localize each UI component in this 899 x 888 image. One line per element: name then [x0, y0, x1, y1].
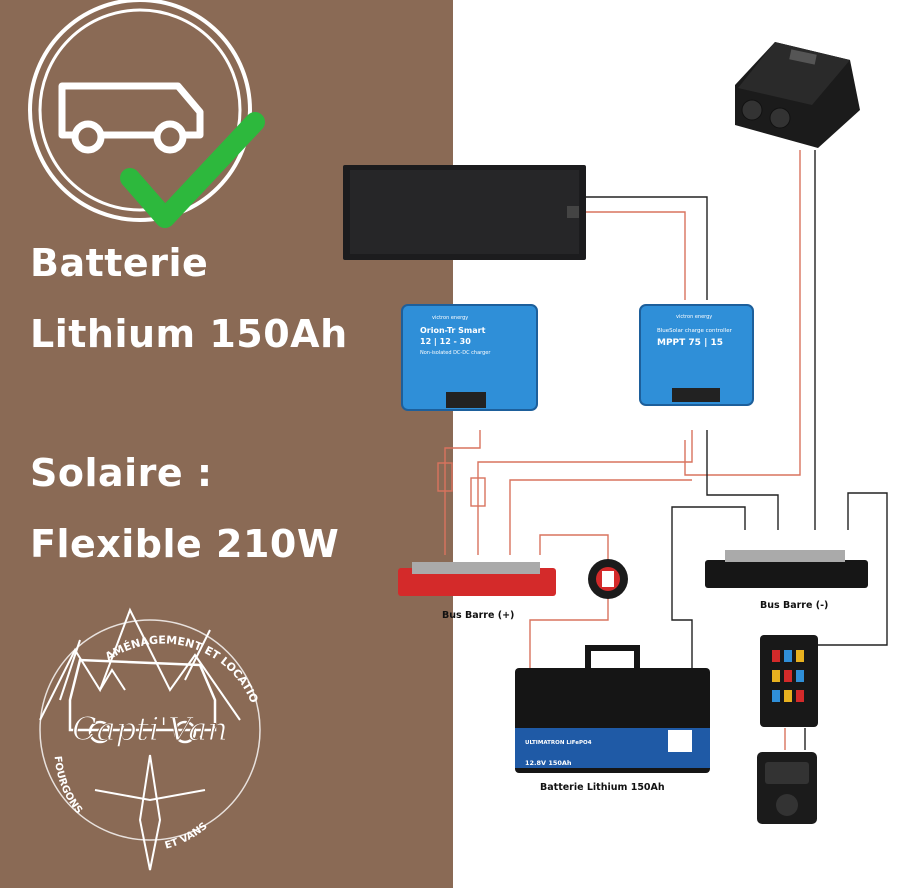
- compass-icon: [94, 754, 206, 871]
- headline-battery-1: Batterie: [30, 241, 209, 285]
- mppt-name: BlueSolar charge controller: [657, 328, 733, 334]
- bus-bar-negative: [705, 550, 868, 588]
- headline-solar-2: Flexible 210W: [30, 522, 340, 566]
- mppt-brand: victron energy: [676, 314, 712, 320]
- fuse-box: [760, 635, 818, 727]
- logo-ring: [39, 619, 261, 841]
- wire-switch-battery: [529, 598, 609, 668]
- wires: [437, 150, 888, 750]
- wire-mppt-neg: [706, 430, 779, 530]
- label-bus-positive: Bus Barre (+): [442, 610, 515, 621]
- badge-inner-ring: [38, 8, 242, 212]
- bus-bar-positive: [398, 562, 556, 596]
- label-battery: Batterie Lithium 150Ah: [540, 782, 665, 793]
- captivan-logo: Capti'Van AMÉNAGEMENT ET LOCATION FOURGO…: [0, 0, 261, 871]
- battery-label-1: ULTIMATRON LiFePO4: [525, 740, 592, 746]
- dcdc-sub: Non-isolated DC-DC charger: [420, 350, 491, 356]
- wire-bus-pos-extra: [509, 479, 692, 555]
- battery-label-2: 12.8V 150Ah: [525, 759, 572, 767]
- wire-bus-switch: [539, 534, 609, 560]
- label-bus-negative: Bus Barre (-): [760, 600, 829, 611]
- mppt-model: MPPT 75 | 15: [657, 338, 723, 348]
- dcdc-charger: victron energy Orion-Tr Smart 12 | 12 - …: [401, 304, 538, 411]
- lithium-battery: ULTIMATRON LiFePO4 12.8V 150Ah: [515, 645, 710, 773]
- logo-brand: Capti'Van: [72, 710, 228, 748]
- van-icon: [58, 82, 204, 154]
- wire-dcdc-pos: [444, 430, 481, 555]
- check-icon: [120, 112, 265, 228]
- van-logo-icon: [68, 658, 217, 744]
- wire-solar-pos: [585, 211, 686, 300]
- usb-socket-panel: [757, 752, 817, 824]
- mountain-icon: [39, 607, 241, 721]
- wire-solar-neg: [585, 196, 708, 300]
- headline-battery-2: Lithium 150Ah: [30, 312, 348, 356]
- wire-mppt-pos: [477, 430, 693, 555]
- van-badge: [28, 0, 265, 228]
- mppt-controller: victron energy BlueSolar charge controll…: [639, 304, 754, 406]
- headline-solar-1: Solaire :: [30, 451, 213, 495]
- wire-bus-fuse: [818, 492, 888, 646]
- badge-outer-ring: [28, 0, 252, 222]
- inverter: [735, 42, 860, 148]
- dcdc-model: 12 | 12 - 30: [420, 337, 471, 346]
- battery-switch: [588, 559, 628, 599]
- wire-battery-neg: [671, 506, 746, 668]
- dcdc-brand: victron energy: [432, 315, 468, 321]
- wire-inverter-pos: [684, 150, 801, 476]
- solar-panel: [343, 165, 586, 260]
- dcdc-name: Orion-Tr Smart: [420, 326, 486, 335]
